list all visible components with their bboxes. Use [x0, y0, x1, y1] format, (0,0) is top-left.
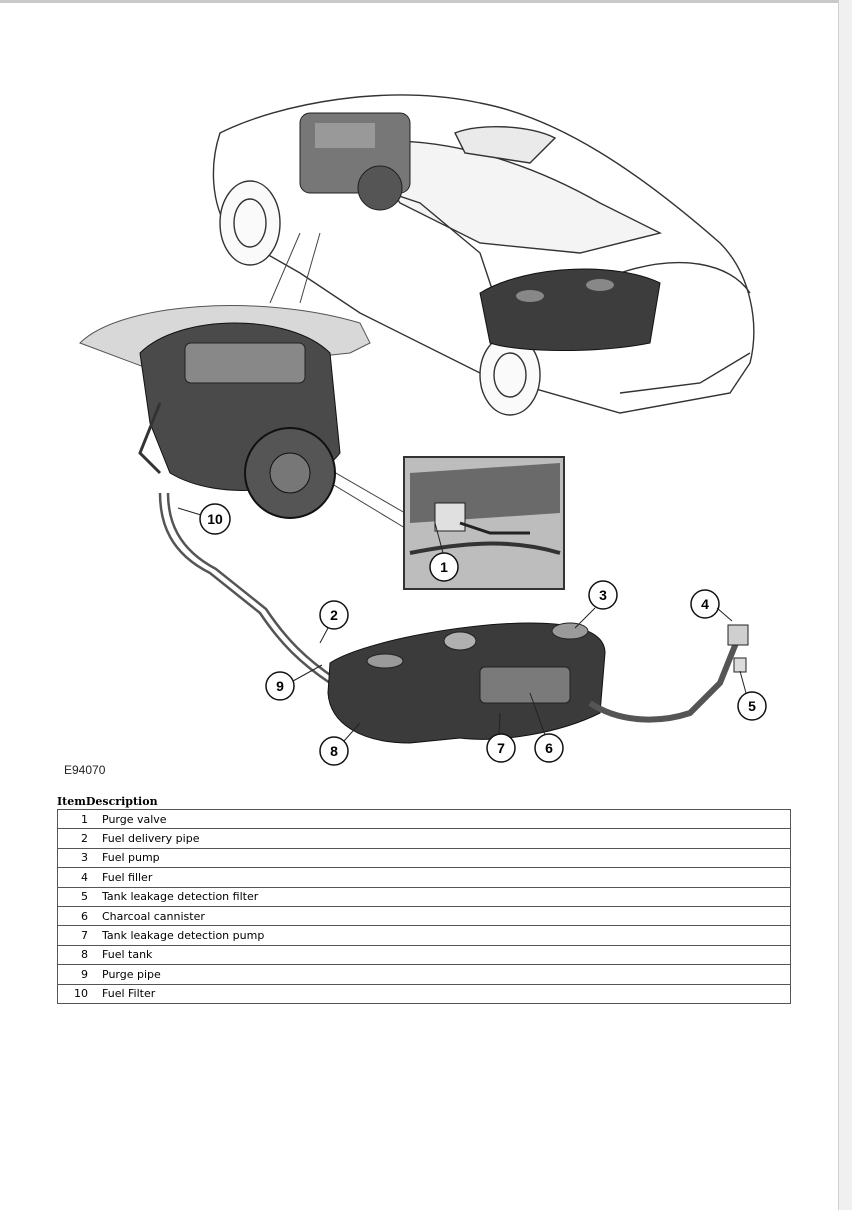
row-description: Fuel Filter — [102, 987, 156, 1001]
table-row: 5 Tank leakage detection filter — [58, 888, 790, 907]
row-item: 8 — [81, 948, 88, 962]
engine-detail — [79, 305, 371, 519]
callout-3: 3 — [588, 580, 618, 610]
row-item: 7 — [81, 929, 88, 943]
row-item: 9 — [81, 967, 88, 981]
row-description: Fuel tank — [102, 948, 153, 962]
header-item: Item — [57, 795, 86, 808]
callout-5: 5 — [737, 691, 767, 721]
row-description: Purge pipe — [102, 967, 161, 981]
svg-text:6: 6 — [545, 740, 553, 756]
svg-text:2: 2 — [330, 607, 338, 623]
svg-text:1: 1 — [440, 559, 448, 575]
table-row: 1 Purge valve — [58, 810, 790, 830]
row-item: 4 — [81, 870, 88, 884]
svg-text:10: 10 — [207, 511, 223, 527]
table-row: 2 Fuel delivery pipe — [58, 829, 790, 849]
callout-6: 6 — [534, 733, 564, 763]
callout-7: 7 — [486, 733, 516, 763]
vertical-scrollbar[interactable] — [838, 0, 852, 1210]
callout-4: 4 — [690, 589, 720, 619]
figure-code: E94070 — [64, 763, 106, 777]
tank-in-vehicle — [479, 268, 661, 351]
row-description: Fuel delivery pipe — [102, 832, 200, 846]
table-body: 1 Purge valve 2 Fuel delivery pipe 3 Fuel p… — [57, 809, 791, 1004]
callout-2: 2 — [319, 600, 349, 630]
svg-text:3: 3 — [599, 587, 607, 603]
fuel-tank-detail — [327, 622, 749, 744]
row-item: 1 — [81, 812, 88, 826]
row-item: 6 — [81, 909, 88, 923]
row-item: 2 — [81, 832, 88, 846]
fuel-system-illustration: 1 2 3 4 5 6 7 — [60, 53, 790, 773]
row-description: Tank leakage detection filter — [102, 890, 259, 904]
fuel-lines — [158, 492, 337, 685]
row-description: Fuel pump — [102, 851, 160, 865]
row-item: 5 — [81, 890, 88, 904]
row-item: 10 — [74, 987, 88, 1001]
row-description: Charcoal cannister — [102, 909, 205, 923]
row-description: Tank leakage detection pump — [102, 929, 265, 943]
table-row: 9 Purge pipe — [58, 965, 790, 985]
table-row: 8 Fuel tank — [58, 946, 790, 966]
callout-8: 8 — [319, 736, 349, 766]
table-row: 3 Fuel pump — [58, 849, 790, 869]
table-row: 10 Fuel Filter — [58, 985, 790, 1004]
row-description: Fuel filler — [102, 870, 153, 884]
callout-10: 10 — [199, 503, 231, 535]
callout-9: 9 — [265, 671, 295, 701]
engine-in-vehicle — [299, 112, 411, 211]
callout-1: 1 — [429, 552, 459, 582]
svg-text:8: 8 — [330, 743, 338, 759]
table-row: 4 Fuel filler — [58, 868, 790, 888]
table-row: 7 Tank leakage detection pump — [58, 926, 790, 946]
svg-text:4: 4 — [701, 596, 709, 612]
svg-text:7: 7 — [497, 740, 505, 756]
svg-text:5: 5 — [748, 698, 756, 714]
row-description: Purge valve — [102, 812, 167, 826]
purge-valve-inset — [403, 456, 565, 590]
svg-text:9: 9 — [276, 678, 284, 694]
table-row: 6 Charcoal cannister — [58, 907, 790, 927]
header-description: Description — [85, 795, 158, 808]
row-item: 3 — [81, 851, 88, 865]
